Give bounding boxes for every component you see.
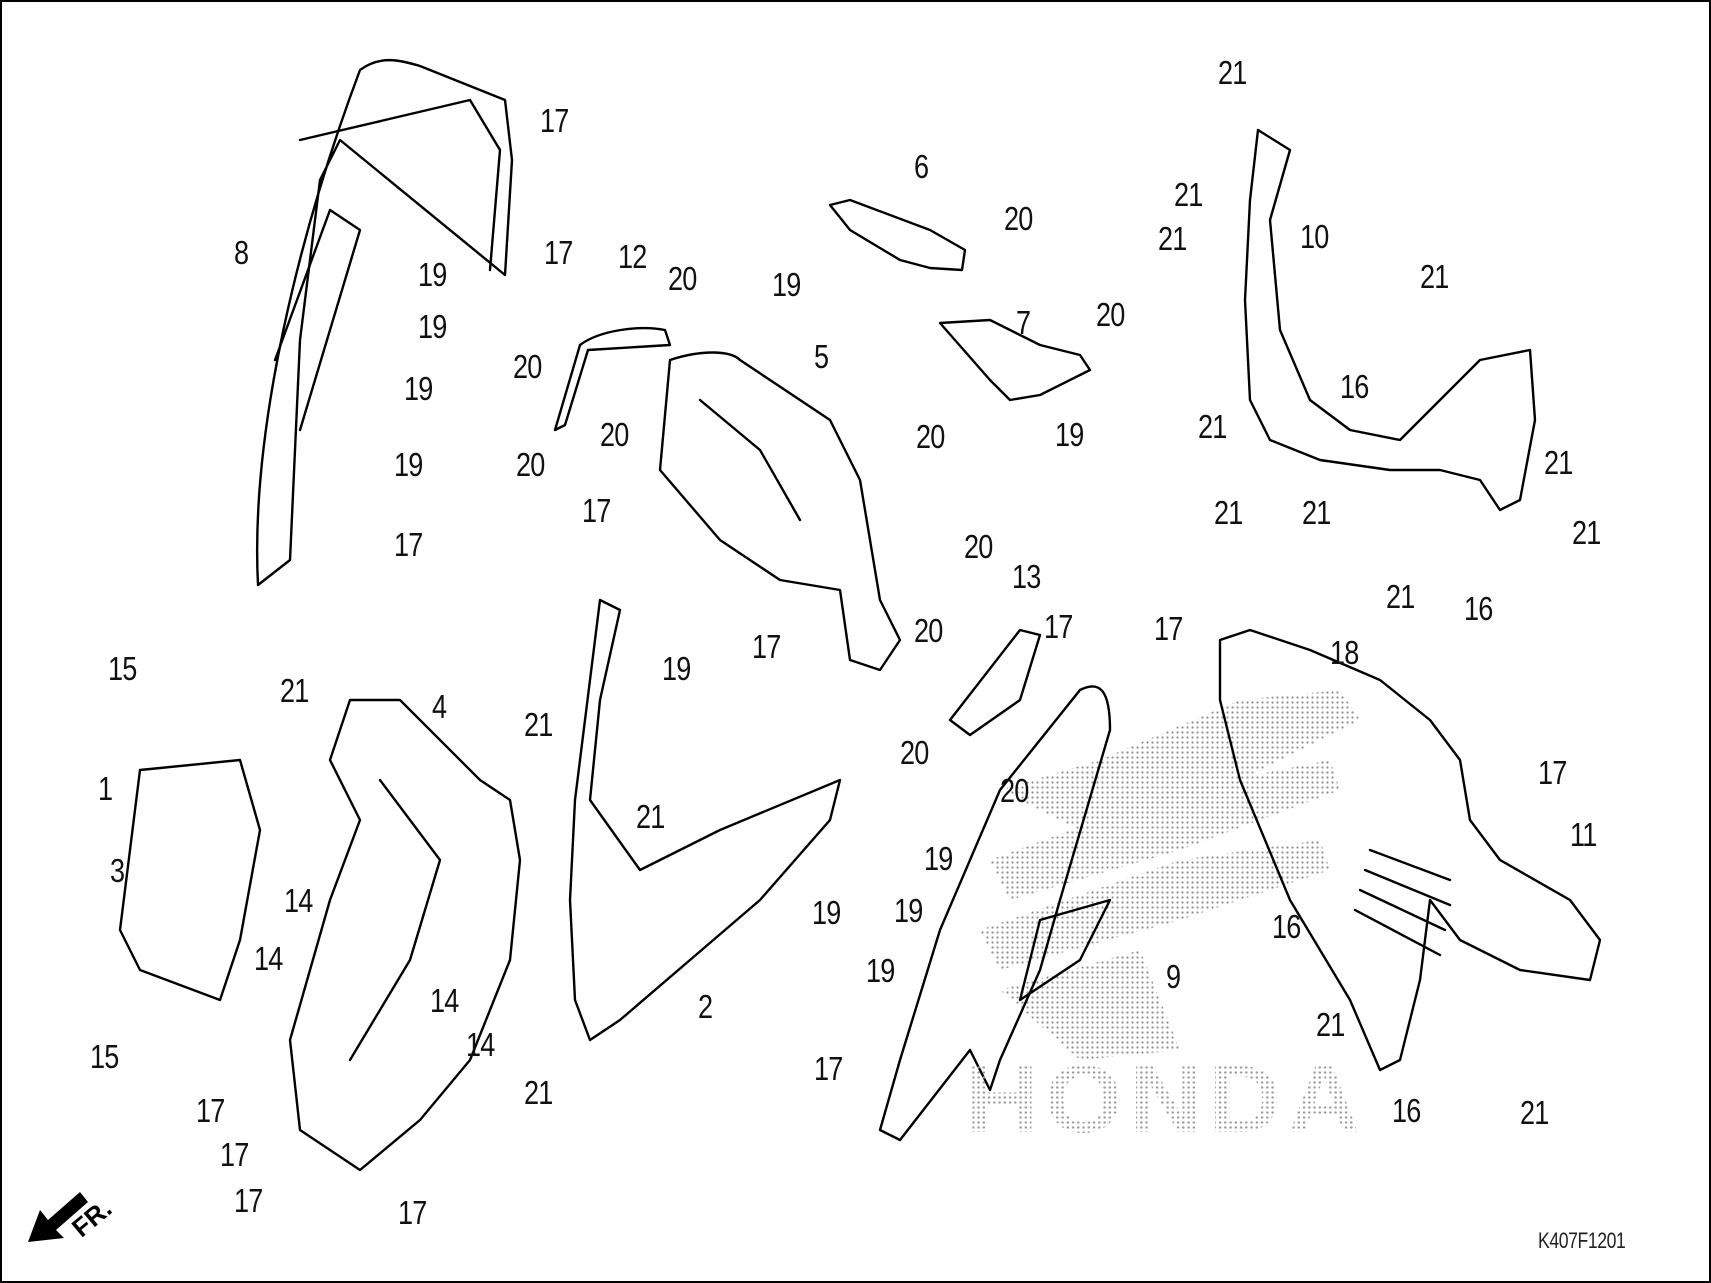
part-callout-14[interactable]: 14 [466, 1026, 495, 1063]
part-callout-4[interactable]: 4 [432, 688, 447, 725]
honda-watermark: HONDA [965, 1046, 1367, 1153]
part-callout-14[interactable]: 14 [284, 882, 313, 919]
part-callout-17[interactable]: 17 [1154, 610, 1183, 647]
part-callout-17[interactable]: 17 [814, 1050, 843, 1087]
part-callout-19[interactable]: 19 [866, 952, 895, 989]
part-callout-21[interactable]: 21 [1544, 444, 1573, 481]
part-callout-16[interactable]: 16 [1464, 590, 1493, 627]
part-callout-19[interactable]: 19 [812, 894, 841, 931]
part-callout-15[interactable]: 15 [90, 1038, 119, 1075]
part-callout-19[interactable]: 19 [394, 446, 423, 483]
part-callout-3[interactable]: 3 [110, 852, 125, 889]
part-callout-10[interactable]: 10 [1300, 218, 1329, 255]
part-callout-20[interactable]: 20 [516, 446, 545, 483]
part-callout-8[interactable]: 8 [234, 234, 249, 271]
part-callout-19[interactable]: 19 [404, 370, 433, 407]
part-callout-17[interactable]: 17 [234, 1182, 263, 1219]
part-callout-17[interactable]: 17 [394, 526, 423, 563]
part-callout-1[interactable]: 1 [98, 770, 113, 807]
part-callout-17[interactable]: 17 [220, 1136, 249, 1173]
part-callout-7[interactable]: 7 [1016, 304, 1031, 341]
part-callout-19[interactable]: 19 [1055, 416, 1084, 453]
part-callout-5[interactable]: 5 [814, 338, 829, 375]
drawing-code: K407F1201 [1538, 1228, 1626, 1253]
part-callout-20[interactable]: 20 [964, 528, 993, 565]
part-callout-17[interactable]: 17 [752, 628, 781, 665]
part-callout-19[interactable]: 19 [924, 840, 953, 877]
part-callout-21[interactable]: 21 [1386, 578, 1415, 615]
part-callout-21[interactable]: 21 [1316, 1006, 1345, 1043]
part-callout-17[interactable]: 17 [544, 234, 573, 271]
part-callout-17[interactable]: 17 [540, 102, 569, 139]
part-callout-16[interactable]: 16 [1272, 908, 1301, 945]
part-callout-21[interactable]: 21 [1158, 220, 1187, 257]
part-callout-20[interactable]: 20 [600, 416, 629, 453]
front-direction-arrow-icon [28, 1192, 88, 1242]
part-callout-21[interactable]: 21 [636, 798, 665, 835]
part-callout-2[interactable]: 2 [698, 988, 713, 1025]
part-callout-6[interactable]: 6 [914, 148, 929, 185]
part-callout-17[interactable]: 17 [196, 1092, 225, 1129]
part-callout-17[interactable]: 17 [398, 1194, 427, 1231]
part-callout-21[interactable]: 21 [1218, 54, 1247, 91]
part-callout-21[interactable]: 21 [1572, 514, 1601, 551]
part-callout-16[interactable]: 16 [1340, 368, 1369, 405]
part-callout-14[interactable]: 14 [254, 940, 283, 977]
part-callout-16[interactable]: 16 [1392, 1092, 1421, 1129]
part-callout-13[interactable]: 13 [1012, 558, 1041, 595]
part-callout-21[interactable]: 21 [1420, 258, 1449, 295]
part-callout-19[interactable]: 19 [772, 266, 801, 303]
part-callout-19[interactable]: 19 [418, 256, 447, 293]
part-callout-20[interactable]: 20 [900, 734, 929, 771]
part-callout-21[interactable]: 21 [524, 1074, 553, 1111]
part-callout-20[interactable]: 20 [914, 612, 943, 649]
part-callout-20[interactable]: 20 [916, 418, 945, 455]
part-callout-20[interactable]: 20 [1096, 296, 1125, 333]
part-callout-20[interactable]: 20 [668, 260, 697, 297]
part-callout-20[interactable]: 20 [1004, 200, 1033, 237]
part-callout-20[interactable]: 20 [1000, 772, 1029, 809]
part-callout-9[interactable]: 9 [1166, 958, 1181, 995]
part-callout-21[interactable]: 21 [280, 672, 309, 709]
part-callout-21[interactable]: 21 [1214, 494, 1243, 531]
part-callout-11[interactable]: 11 [1570, 816, 1597, 853]
part-callout-20[interactable]: 20 [513, 348, 542, 385]
part-callout-21[interactable]: 21 [1302, 494, 1331, 531]
part-callout-21[interactable]: 21 [524, 706, 553, 743]
part-callout-19[interactable]: 19 [894, 892, 923, 929]
part-callout-15[interactable]: 15 [108, 650, 137, 687]
part-callout-17[interactable]: 17 [582, 492, 611, 529]
part-callout-19[interactable]: 19 [418, 308, 447, 345]
part-callout-17[interactable]: 17 [1044, 608, 1073, 645]
part-callout-19[interactable]: 19 [662, 650, 691, 687]
part-callout-21[interactable]: 21 [1520, 1094, 1549, 1131]
part-callout-12[interactable]: 12 [618, 238, 647, 275]
part-callout-18[interactable]: 18 [1330, 634, 1359, 671]
part-callout-17[interactable]: 17 [1538, 754, 1567, 791]
part-callout-21[interactable]: 21 [1174, 176, 1203, 213]
part-callout-21[interactable]: 21 [1198, 408, 1227, 445]
part-callout-14[interactable]: 14 [430, 982, 459, 1019]
